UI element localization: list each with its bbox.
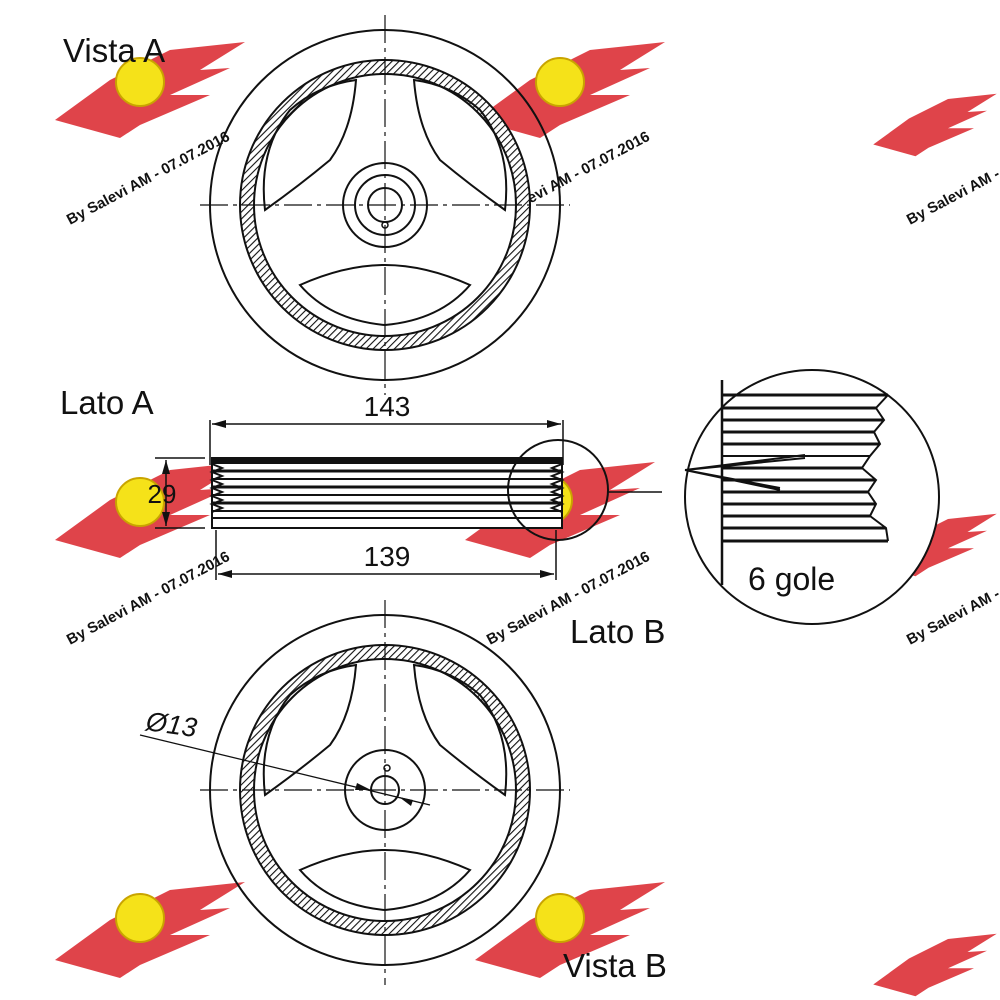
watermark-logo [873, 933, 997, 997]
side-a-label: Lato A [60, 384, 154, 421]
view-b-label: Vista B [563, 947, 667, 984]
watermark-text: By Salevi AM - 07.07.2016 [64, 548, 233, 648]
pulley-view-b [139, 600, 570, 985]
groove-detail [684, 369, 940, 625]
bore-diameter-label: Ø13 [143, 706, 199, 743]
watermark-logo [55, 42, 245, 138]
watermark-logo [475, 882, 665, 978]
side-b-label: Lato B [570, 613, 665, 650]
view-a-label: Vista A [63, 32, 165, 69]
pulley-view-a [200, 15, 570, 395]
height-dimension: 29 [148, 479, 177, 509]
watermark-logo [475, 42, 665, 138]
watermark-text: By Salevi AM - 07.07.2016 [64, 128, 233, 228]
grooves-label: 6 gole [748, 561, 835, 597]
outer-width-dimension: 143 [364, 391, 411, 422]
watermark-logo [55, 462, 245, 558]
groove-profile [209, 457, 565, 529]
inner-width-dimension: 139 [364, 541, 411, 572]
pulley-side-view [155, 420, 662, 580]
watermark-logo [873, 93, 997, 157]
watermark-logo [55, 882, 245, 978]
